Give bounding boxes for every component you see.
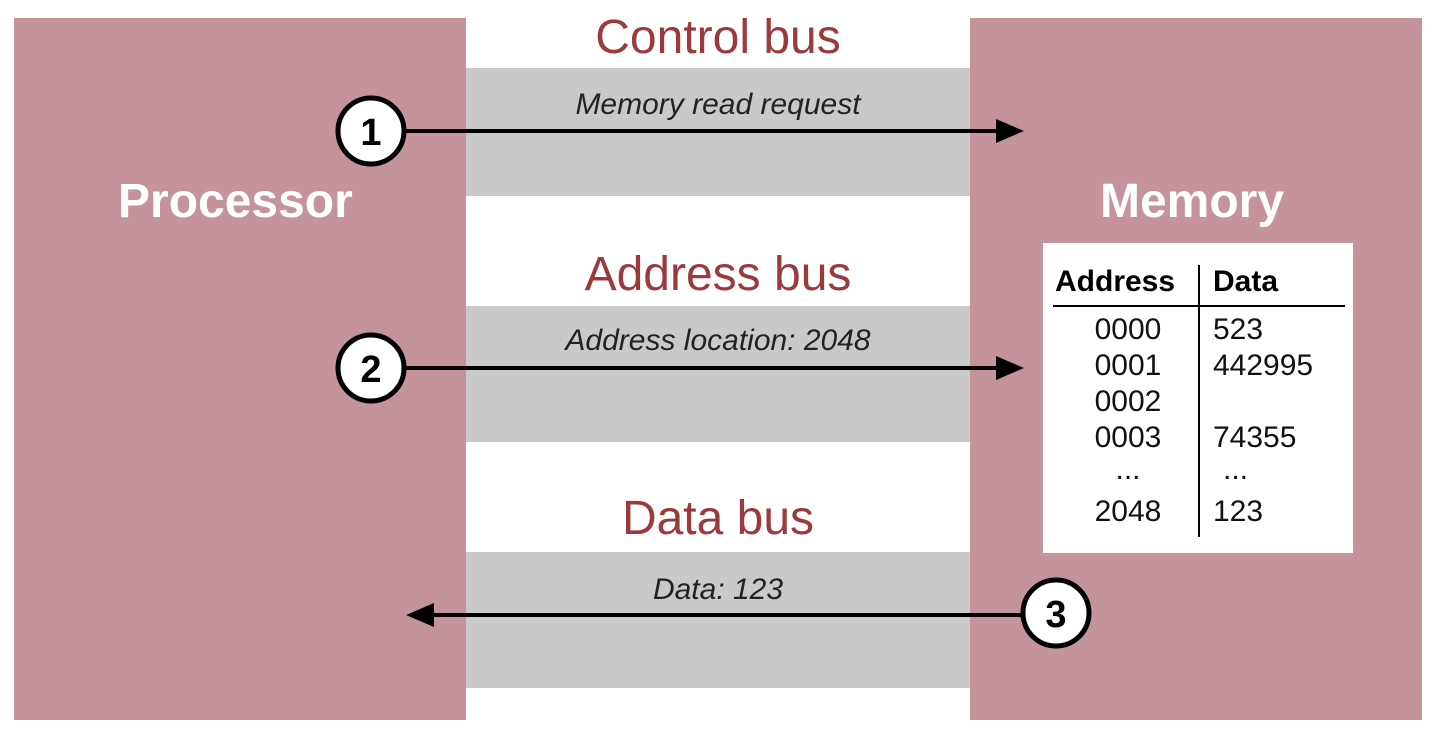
address-bus-title: Address bus: [584, 248, 852, 301]
memory-table-data-cell: 442995: [1213, 349, 1314, 382]
memory-table-address-cell: ...: [1115, 453, 1141, 486]
step-2-number: 2: [360, 349, 381, 391]
memory-table-data-cell: 74355: [1213, 421, 1297, 454]
memory-table-address-cell: 0003: [1094, 421, 1162, 454]
control-bus-message: Memory read request: [575, 88, 861, 121]
control-bus-arrow: [405, 119, 1024, 143]
data-bus-band: [466, 552, 970, 688]
memory-table-address-cell: 0002: [1094, 385, 1162, 418]
memory-table-column-rule: [1198, 265, 1200, 537]
step-2-marker: 2: [335, 332, 407, 404]
memory-table-data-cell: 523: [1213, 313, 1264, 346]
address-bus-message: Address location: 2048: [565, 324, 871, 357]
memory-table-data-cell: 123: [1213, 495, 1264, 528]
data-bus-message: Data: 123: [652, 573, 784, 606]
memory-table-address-cell: 0000: [1094, 313, 1162, 346]
memory-table-address-cell: 0001: [1094, 349, 1162, 382]
memory-table: Address Data 0000 523 0001 442995 0002 0…: [1043, 243, 1353, 553]
step-1-number: 1: [360, 112, 381, 154]
memory-table-data-cell: ...: [1223, 453, 1249, 486]
data-bus-arrow: [406, 603, 1022, 627]
step-3-marker: 3: [1020, 577, 1092, 649]
memory-table-header-address: Address: [1055, 265, 1176, 298]
memory-table-address-cell: 2048: [1094, 495, 1162, 528]
processor-title: Processor: [118, 175, 353, 228]
address-bus-band: [466, 306, 970, 442]
address-bus-arrow: [405, 356, 1024, 380]
memory-title: Memory: [1100, 175, 1285, 228]
data-bus-title: Data bus: [621, 492, 815, 545]
memory-table-header-data: Data: [1213, 265, 1279, 298]
step-3-number: 3: [1045, 594, 1066, 636]
step-1-marker: 1: [335, 95, 407, 167]
control-bus-title: Control bus: [595, 11, 841, 64]
